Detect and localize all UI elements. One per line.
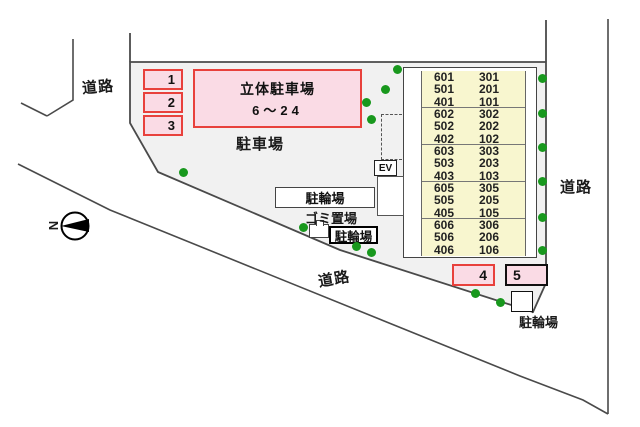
road-edge-left	[46, 39, 74, 117]
unit-row: 506 206	[422, 231, 525, 243]
unit-number: 101	[479, 94, 500, 109]
unit-number: 503	[434, 156, 455, 171]
elevator-box: EV	[374, 160, 397, 176]
unit-cell: 603 303 503 203 403 103	[422, 145, 525, 182]
unit-number: 206	[479, 230, 500, 245]
road-edge-left-2	[20, 102, 48, 117]
garbage-box-lid-icon	[316, 220, 324, 226]
parking-spot-number: 2	[167, 95, 175, 110]
unit-number: 603	[434, 144, 455, 159]
bicycle-parking-bottom-box	[511, 291, 533, 312]
multilevel-parking-name: 立体駐車場	[240, 80, 315, 97]
unit-number: 502	[434, 119, 455, 134]
multilevel-parking-box: 立体駐車場 6～24	[193, 69, 362, 128]
unit-row: 402 102	[422, 133, 525, 145]
unit-number: 202	[479, 119, 500, 134]
parking-spot-2: 2	[143, 92, 183, 113]
unit-row: 505 205	[422, 194, 525, 206]
unit-number: 305	[479, 181, 500, 196]
unit-number: 402	[434, 131, 455, 146]
parking-spot-5: 5	[505, 264, 548, 286]
bicycle-parking-label: 駐輪場	[305, 191, 345, 206]
parking-spot-3: 3	[143, 115, 183, 136]
unit-number: 405	[434, 205, 455, 220]
bicycle-parking-bottom-label: 駐輪場	[519, 315, 559, 330]
road-label-left: 道路	[81, 77, 115, 98]
unit-cell: 602 302 502 202 402 102	[422, 108, 525, 145]
unit-row: 401 101	[422, 96, 525, 108]
unit-number: 506	[434, 230, 455, 245]
parking-spot-number: 4	[479, 267, 487, 283]
unit-number: 403	[434, 168, 455, 183]
parking-spot-4: 4	[452, 264, 495, 286]
unit-number: 601	[434, 70, 455, 85]
elevator-shaft-outline	[381, 114, 402, 160]
unit-number: 203	[479, 156, 500, 171]
unit-row: 502 202	[422, 120, 525, 132]
unit-number: 106	[479, 242, 500, 257]
building-units: 601 301 501 201 401 101 602 302 502 202 402 102 603 3…	[421, 71, 526, 256]
unit-number: 102	[479, 131, 500, 146]
unit-row: 603 303	[422, 145, 525, 157]
parking-spot-number: 3	[167, 118, 175, 133]
bicycle-parking-label: 駐輪場	[334, 229, 373, 244]
unit-number: 501	[434, 82, 455, 97]
parking-spot-1: 1	[143, 69, 183, 90]
unit-cell: 606 306 506 206 406 106	[422, 219, 525, 256]
unit-number: 303	[479, 144, 500, 159]
unit-number: 302	[479, 107, 500, 122]
unit-cell: 601 301 501 201 401 101	[422, 71, 525, 108]
road-edge-bottom	[17, 163, 609, 415]
unit-row: 501 201	[422, 83, 525, 95]
unit-row: 601 301	[422, 71, 525, 83]
stairwell-box	[377, 176, 404, 216]
compass-needle-icon	[61, 219, 89, 232]
unit-number: 301	[479, 70, 500, 85]
bicycle-parking-small-box: 駐輪場	[329, 226, 378, 244]
parking-lot-label: 駐車場	[236, 136, 285, 153]
unit-cell: 605 305 505 205 405 105	[422, 182, 525, 219]
garbage-area-label: ゴミ置場	[305, 211, 358, 226]
multilevel-parking-range: 6～24	[252, 102, 303, 118]
unit-row: 503 203	[422, 157, 525, 169]
parking-spot-number: 1	[167, 72, 175, 87]
unit-number: 606	[434, 218, 455, 233]
unit-number: 505	[434, 193, 455, 208]
garbage-box	[309, 220, 329, 238]
elevator-label: EV	[378, 162, 393, 174]
unit-row: 605 305	[422, 182, 525, 194]
unit-number: 605	[434, 181, 455, 196]
apartment-building: 601 301 501 201 401 101 602 302 502 202 402 102 603 3…	[403, 67, 537, 258]
unit-row: 606 306	[422, 219, 525, 231]
unit-number: 602	[434, 107, 455, 122]
unit-number: 205	[479, 193, 500, 208]
unit-number: 306	[479, 218, 500, 233]
unit-row: 403 103	[422, 170, 525, 182]
unit-number: 406	[434, 242, 455, 257]
unit-number: 401	[434, 94, 455, 109]
road-label-right: 道路	[560, 179, 593, 196]
parking-spot-number: 5	[513, 267, 521, 283]
unit-row: 602 302	[422, 108, 525, 120]
unit-number: 103	[479, 168, 500, 183]
bicycle-parking-main-box: 駐輪場	[275, 187, 375, 208]
unit-number: 105	[479, 205, 500, 220]
unit-number: 201	[479, 82, 500, 97]
unit-row: 405 105	[422, 207, 525, 219]
north-letter: N	[46, 220, 62, 231]
unit-row: 406 106	[422, 244, 525, 256]
